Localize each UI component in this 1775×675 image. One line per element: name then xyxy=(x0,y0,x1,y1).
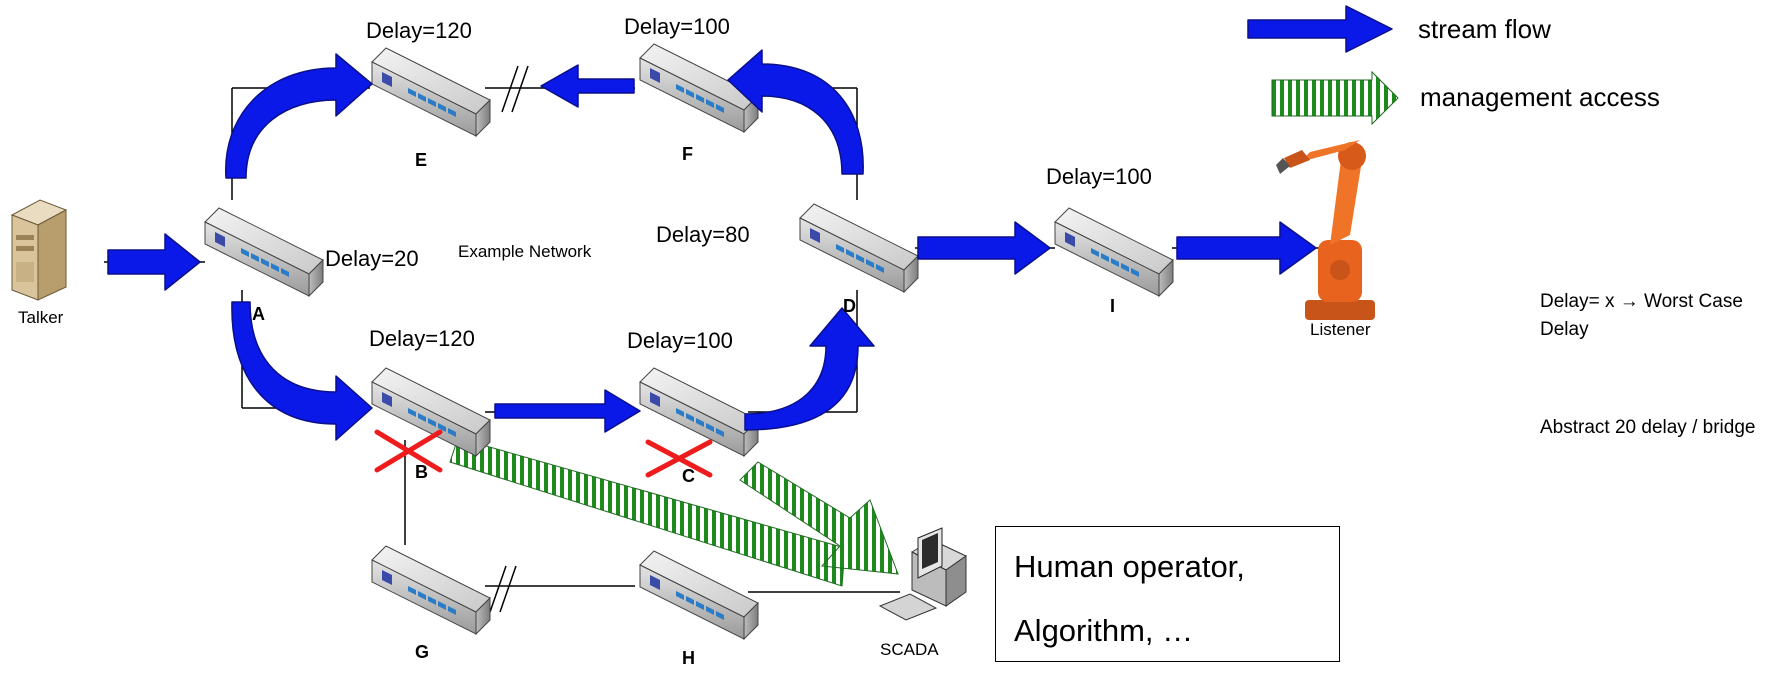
bridge-G-name: G xyxy=(415,642,430,662)
bridge-F-name: F xyxy=(682,144,693,164)
bridge-E-delay: Delay=120 xyxy=(366,18,472,43)
bridge-C-delay: Delay=100 xyxy=(627,328,733,353)
management-arrows xyxy=(449,70,1399,587)
bridge-C-icon xyxy=(639,367,759,457)
arrow-F-E xyxy=(540,64,635,108)
bridge-A-name: A xyxy=(252,304,265,324)
failure-C-stroke-2 xyxy=(645,439,713,478)
break-mark-E-F-1 xyxy=(501,65,519,113)
mgmt-arrow-C-scada xyxy=(739,461,899,575)
bridge-E-name: E xyxy=(415,150,428,170)
arrow-A-B xyxy=(231,301,373,441)
bridge-C-name: C xyxy=(682,466,695,486)
talker-server-icon xyxy=(10,199,68,301)
scada-label: SCADA xyxy=(880,640,939,659)
stream-arrows xyxy=(107,5,1393,441)
talker-label: Talker xyxy=(18,308,64,327)
arrow-I-listener xyxy=(1176,221,1317,275)
arrow-F-from-D xyxy=(727,49,864,175)
note-abstract-delay: Abstract 20 delay / bridge xyxy=(1540,417,1756,438)
bridge-B-name: B xyxy=(415,462,428,482)
diagram-title: Example Network xyxy=(458,242,592,261)
bridge-F-delay: Delay=100 xyxy=(624,14,730,39)
bridge-G-icon xyxy=(371,545,491,635)
operator-line-2: Algorithm, … xyxy=(1014,613,1194,648)
bridge-H-icon xyxy=(639,550,759,640)
note-worst-case: Delay= x → Worst Case Delay xyxy=(1540,291,1743,340)
bridge-D-icon xyxy=(799,203,919,293)
listener-label: Listener xyxy=(1310,320,1371,339)
scada-computer-icon xyxy=(878,527,967,621)
legend-stream-arrow xyxy=(1247,5,1393,53)
bridge-A-delay: Delay=20 xyxy=(325,246,419,271)
bridge-A-icon xyxy=(204,207,324,297)
operator-line-1: Human operator, xyxy=(1014,549,1245,584)
bridge-B-icon xyxy=(371,367,491,457)
bridge-D-name: D xyxy=(843,296,856,316)
bridge-I-name: I xyxy=(1110,296,1116,316)
listener-robot-icon xyxy=(1276,140,1375,320)
bridge-E-icon xyxy=(371,47,491,137)
arrow-B-C xyxy=(494,389,641,433)
operator-box: Human operator, Algorithm, … xyxy=(995,526,1340,662)
arrow-C-D xyxy=(744,307,875,431)
bridge-I-icon xyxy=(1054,207,1174,297)
bridge-D-delay: Delay=80 xyxy=(656,222,750,247)
failure-marks xyxy=(374,429,713,478)
break-mark-E-F-2 xyxy=(511,65,529,113)
arrow-A-E xyxy=(225,53,373,179)
failure-B-stroke-2 xyxy=(374,429,443,473)
break-mark-G-H-1 xyxy=(489,565,507,613)
legend-management-arrow xyxy=(1271,70,1399,126)
arrow-D-I xyxy=(917,221,1051,275)
broken-link-markers xyxy=(489,65,529,613)
bridge-I-delay: Delay=100 xyxy=(1046,164,1152,189)
legend-management-access-label: management access xyxy=(1420,82,1660,112)
break-mark-G-H-2 xyxy=(499,565,517,613)
bridge-B-delay: Delay=120 xyxy=(369,326,475,351)
arrow-talker-A xyxy=(107,233,201,291)
bridge-H-name: H xyxy=(682,648,695,668)
legend-stream-flow-label: stream flow xyxy=(1418,14,1551,44)
